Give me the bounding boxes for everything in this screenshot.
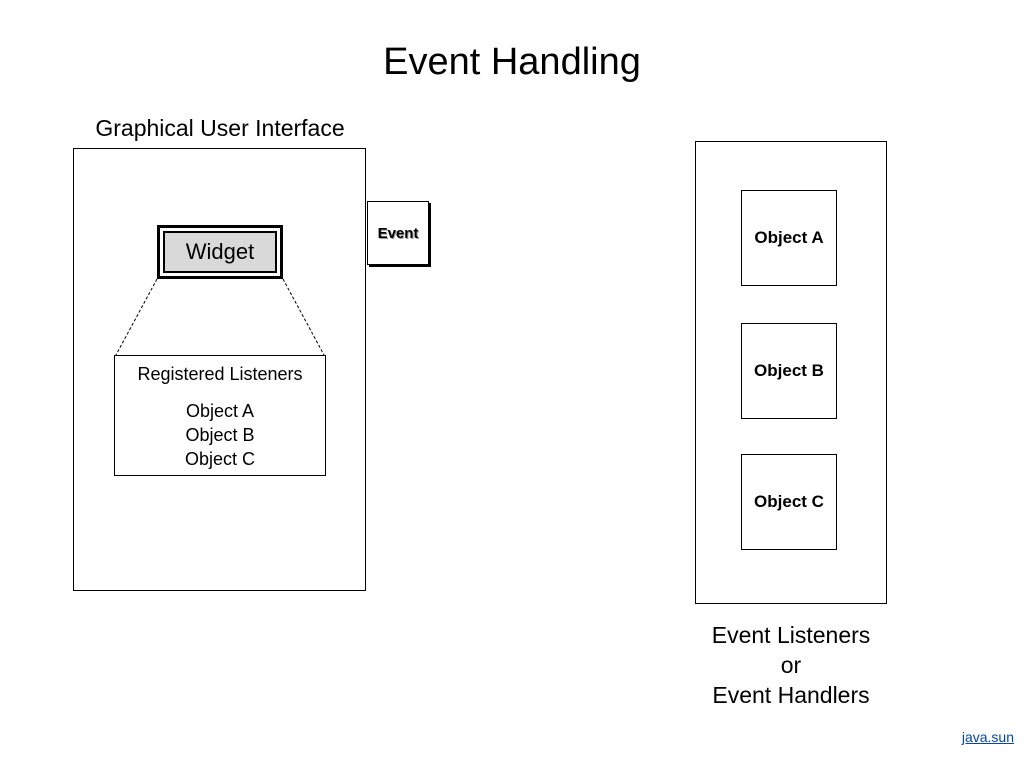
handler-caption-line: Event Listeners — [711, 622, 871, 648]
widget-box: Widget — [157, 225, 283, 279]
registered-listeners-box: Registered Listeners Object A Object B O… — [114, 355, 326, 476]
handler-object-a: Object A — [741, 190, 837, 286]
event-handlers-caption: Event Listeners or Event Handlers — [660, 620, 922, 710]
gui-panel — [73, 148, 366, 591]
event-handlers-panel — [695, 141, 887, 604]
handler-caption-line: or — [780, 652, 802, 678]
slide-title: Event Handling — [383, 41, 641, 83]
registered-listeners-heading: Registered Listeners — [137, 364, 303, 384]
handler-caption-line: Event Handlers — [712, 682, 870, 708]
handler-object-b: Object B — [741, 323, 837, 419]
widget-label: Widget — [163, 231, 277, 273]
registered-listeners-list: Object A Object B Object C — [115, 399, 325, 471]
footer-source-link[interactable]: java.sun — [961, 729, 1014, 745]
listener-item: Object C — [184, 449, 256, 469]
event-box: Event — [367, 201, 429, 265]
handler-object-c: Object C — [741, 454, 837, 550]
listener-item: Object A — [185, 401, 255, 421]
listener-item: Object B — [185, 425, 255, 445]
gui-caption: Graphical User Interface — [95, 115, 345, 141]
